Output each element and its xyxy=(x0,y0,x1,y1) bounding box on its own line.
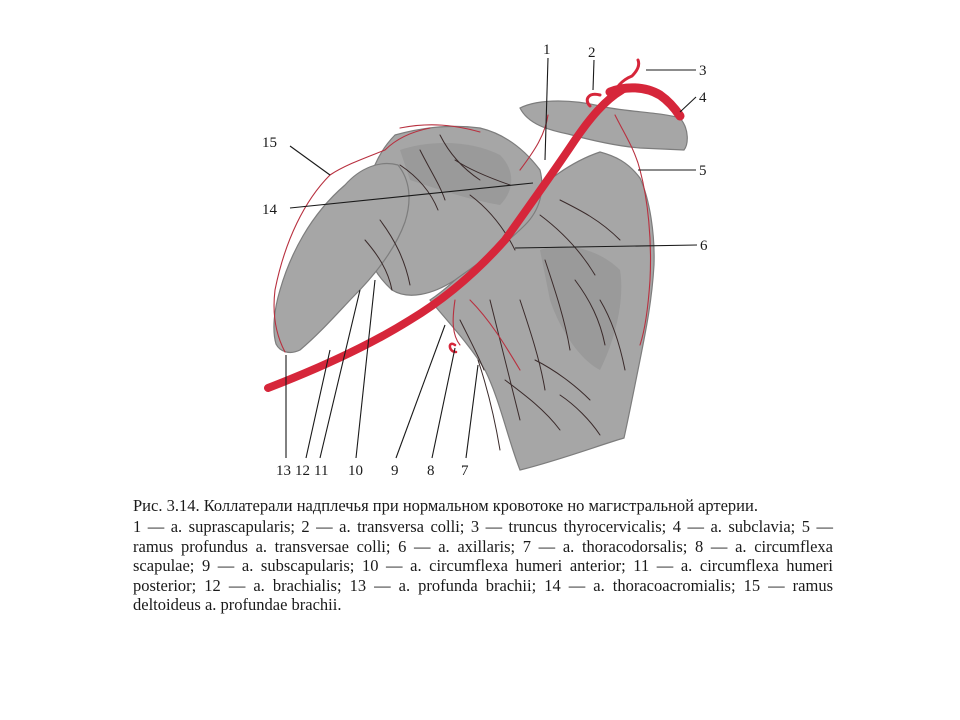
bone-shading xyxy=(400,143,512,205)
number-labels: 1 2 3 4 5 6 15 14 13 12 11 10 9 8 7 xyxy=(262,42,708,479)
label-8: 8 xyxy=(427,463,435,479)
label-11: 11 xyxy=(314,463,328,479)
label-12: 12 xyxy=(295,463,310,479)
label-7: 7 xyxy=(461,463,469,479)
label-3: 3 xyxy=(699,63,707,79)
label-1: 1 xyxy=(543,42,551,58)
scapula xyxy=(429,151,655,471)
caption-title: Рис. 3.14. Коллатерали надплечья при нор… xyxy=(133,496,758,515)
caption-legend: 1 — a. suprascapularis; 2 — a. transvers… xyxy=(133,517,833,615)
humerus xyxy=(273,163,410,354)
leader-lines xyxy=(285,57,698,459)
shoulder-collaterals-figure: 1 2 3 4 5 6 15 14 13 12 11 10 9 8 7 xyxy=(262,42,708,479)
bones xyxy=(273,100,688,471)
label-13: 13 xyxy=(276,463,291,479)
label-6: 6 xyxy=(700,238,708,254)
label-9: 9 xyxy=(391,463,399,479)
figure-caption: Рис. 3.14. Коллатерали надплечья при нор… xyxy=(133,496,833,614)
bone-shading-2 xyxy=(540,246,622,370)
label-4: 4 xyxy=(699,90,707,106)
label-5: 5 xyxy=(699,163,707,179)
main-artery xyxy=(264,58,685,392)
red-minor-vessels xyxy=(273,114,652,371)
label-10: 10 xyxy=(348,463,363,479)
label-2: 2 xyxy=(588,45,596,61)
label-14: 14 xyxy=(262,202,278,218)
label-15: 15 xyxy=(262,135,277,151)
branch-network xyxy=(364,134,626,451)
